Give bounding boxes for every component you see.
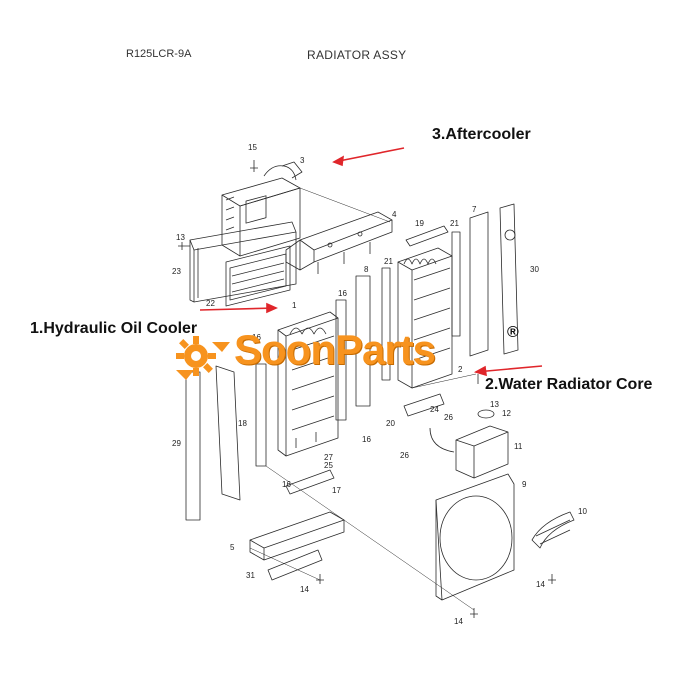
pn-19: 19 — [415, 219, 424, 228]
hydraulic-oil-cooler-core — [277, 311, 339, 457]
pn-21a: 21 — [384, 257, 393, 266]
strip-21a — [381, 267, 391, 381]
pn-22: 22 — [206, 299, 215, 308]
pn-24: 24 — [430, 405, 439, 414]
pn-1: 1 — [292, 301, 297, 310]
bolts — [178, 160, 556, 618]
pn-26b: 26 — [400, 451, 409, 460]
leader-lines — [249, 187, 477, 611]
pn-14b: 14 — [536, 580, 545, 589]
part-number-labels: 15 3 4 13 23 22 1 16 8 21 19 21 7 30 16 … — [172, 143, 587, 626]
callout-aftercooler: 3.Aftercooler — [432, 126, 531, 143]
strip-30 — [499, 203, 519, 355]
pn-3: 3 — [300, 156, 305, 165]
pn-11: 11 — [514, 442, 523, 451]
strip-29 — [185, 371, 201, 521]
strip-18 — [255, 363, 267, 467]
side-plate — [215, 365, 241, 501]
gear-icon — [176, 336, 230, 380]
pn-27: 27 — [324, 453, 333, 462]
pn-2: 2 — [458, 365, 463, 374]
callout-water-radiator-core: 2.Water Radiator Core — [485, 376, 653, 393]
pn-16a: 16 — [338, 289, 347, 298]
panel-22 — [225, 245, 291, 307]
fan-shroud — [435, 473, 515, 601]
pn-13a: 13 — [176, 233, 185, 242]
pn-16d: 16 — [282, 480, 291, 489]
diagram-title: RADIATOR ASSY — [307, 48, 407, 62]
aftercooler-part — [221, 161, 303, 257]
pn-5: 5 — [230, 543, 235, 552]
strip-31 — [267, 549, 323, 581]
pn-29: 29 — [172, 439, 181, 448]
reservoir-tank — [429, 409, 509, 479]
pn-15: 15 — [248, 143, 257, 152]
pn-23: 23 — [172, 267, 181, 276]
pn-13b: 13 — [490, 400, 499, 409]
strip-8 — [355, 275, 371, 407]
bracket-4 — [285, 211, 393, 274]
pn-10: 10 — [578, 507, 587, 516]
strip-16a — [335, 299, 347, 421]
pn-31: 31 — [246, 571, 255, 580]
pn-8: 8 — [364, 265, 369, 274]
pn-21b: 21 — [450, 219, 459, 228]
pn-16b: 16 — [252, 333, 261, 342]
callout-arrows — [199, 147, 543, 377]
pn-25: 25 — [324, 461, 333, 470]
pn-16c: 16 — [362, 435, 371, 444]
strip-19 — [405, 225, 449, 247]
model-number: R125LCR-9A — [126, 48, 192, 60]
pn-17: 17 — [332, 486, 341, 495]
pn-7: 7 — [472, 205, 477, 214]
strip-17 — [285, 469, 335, 495]
pn-26a: 26 — [444, 413, 453, 422]
frame-23 — [189, 221, 297, 303]
strip-7 — [469, 211, 489, 357]
pn-9: 9 — [522, 480, 527, 489]
pn-14c: 14 — [454, 617, 463, 626]
registered-mark: ® — [507, 324, 519, 341]
callout-hydraulic-oil-cooler: 1.Hydraulic Oil Cooler — [30, 320, 198, 337]
fan-guard — [531, 511, 575, 549]
strip-21b — [451, 231, 461, 337]
strip-20 — [403, 393, 445, 417]
pn-14a: 14 — [300, 585, 309, 594]
bottom-bracket-5 — [249, 511, 345, 561]
pn-4: 4 — [392, 210, 397, 219]
pn-20: 20 — [386, 419, 395, 428]
brand-name: SoonParts — [234, 326, 436, 373]
pn-18: 18 — [238, 419, 247, 428]
pn-30: 30 — [530, 265, 539, 274]
pn-12: 12 — [502, 409, 511, 418]
